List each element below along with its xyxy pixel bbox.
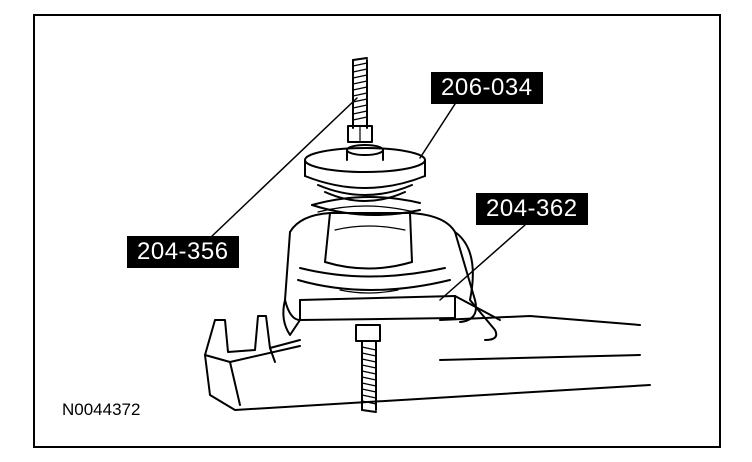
leader-204-362: [439, 224, 526, 301]
strut-mount-body: [282, 212, 501, 341]
top-plate: [304, 144, 426, 202]
lower-threaded-rod: [355, 324, 381, 413]
figure-id: N0044372: [62, 400, 141, 419]
lower-bracket: [204, 315, 651, 411]
leader-204-356: [209, 97, 358, 239]
leader-lines: [209, 97, 526, 301]
upper-threaded-rod: [347, 57, 373, 143]
leader-206-034: [419, 103, 456, 159]
callout-tool-206-034: 206-034: [431, 72, 543, 104]
figure-frame: [33, 14, 721, 448]
callout-tool-204-362: 204-362: [476, 193, 588, 225]
callout-tool-204-356: 204-356: [127, 236, 239, 268]
